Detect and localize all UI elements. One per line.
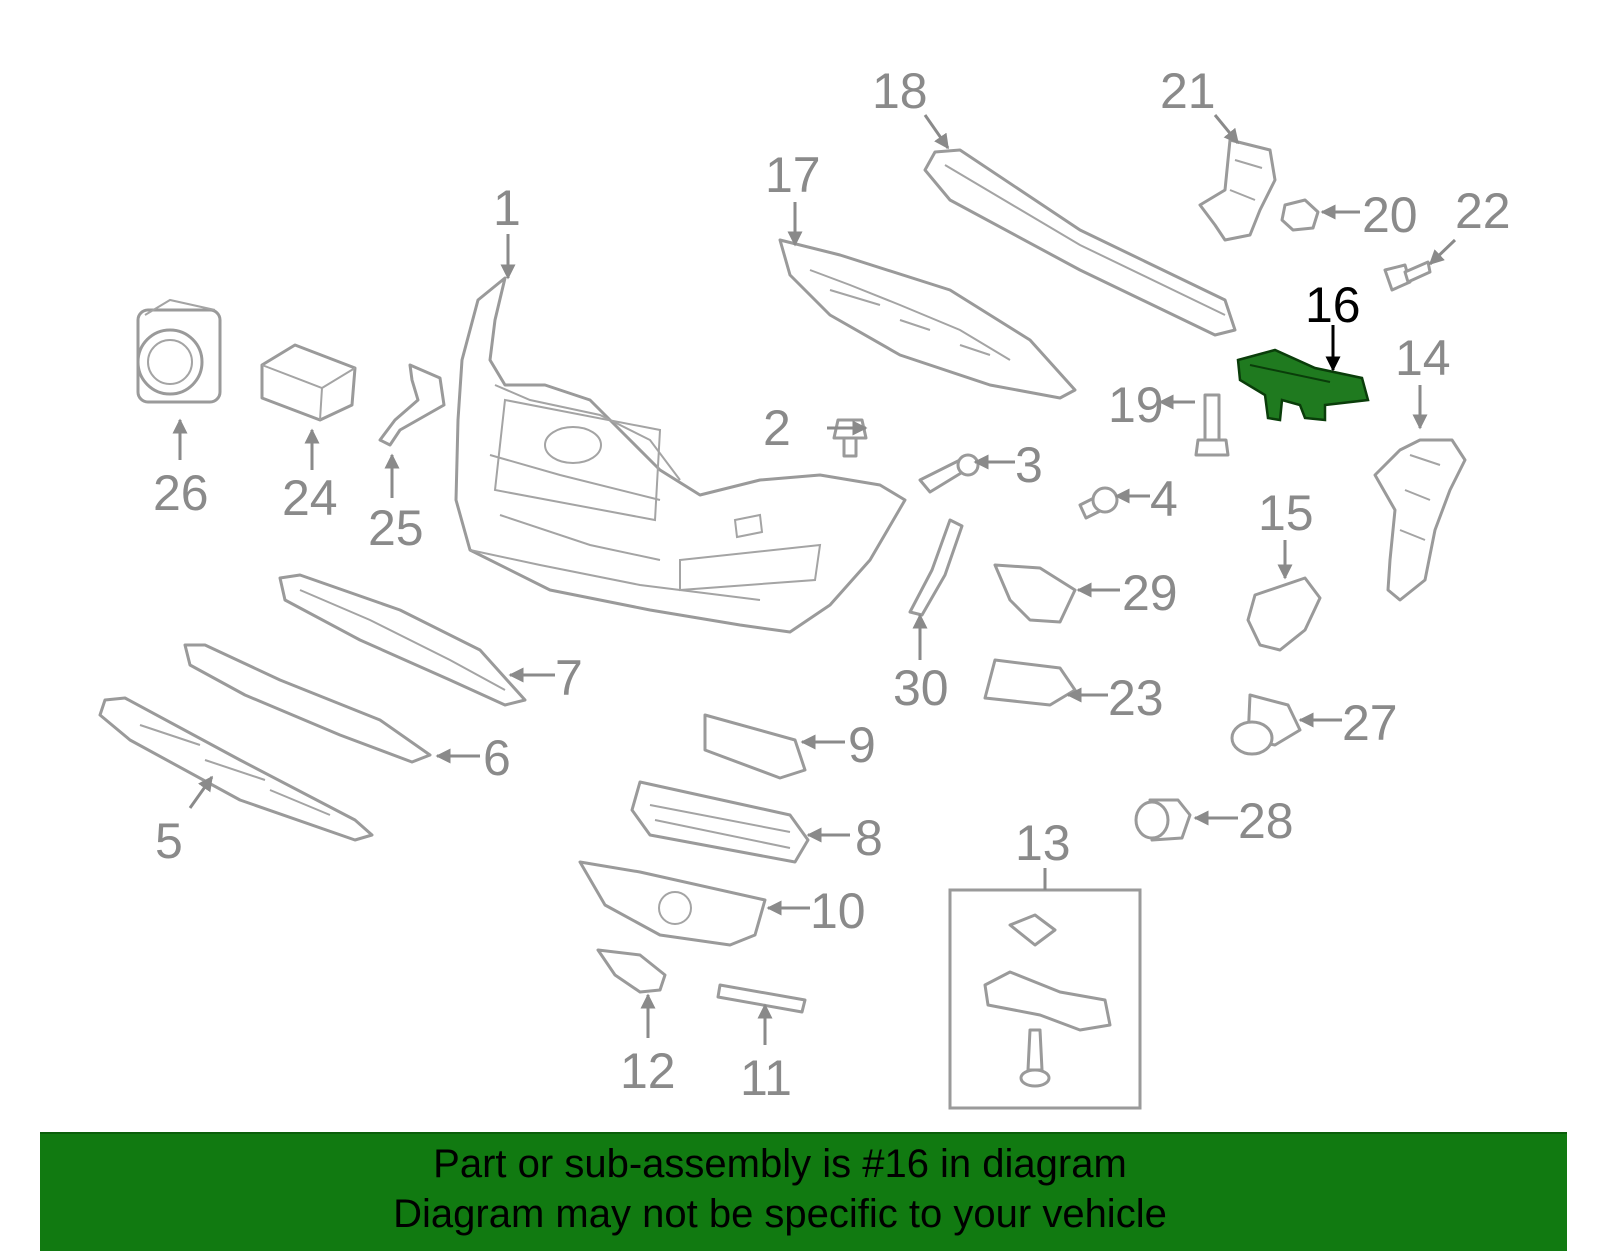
callout-14: 14: [1395, 330, 1451, 386]
callout-12: 12: [620, 1043, 676, 1099]
part-14-side-bracket: [1373, 438, 1467, 602]
callout-9: 9: [848, 717, 876, 773]
callout-4: 4: [1150, 471, 1178, 527]
part-18-reinforcement-bar: [923, 148, 1237, 337]
part-11-strip: [716, 983, 807, 1014]
part-3-screw: [918, 453, 980, 494]
callout-18: 18: [872, 63, 928, 119]
callout-16: 16: [1305, 277, 1361, 333]
callout-5: 5: [155, 813, 183, 869]
callout-28: 28: [1238, 793, 1294, 849]
part-9-grille-insert: [703, 713, 807, 780]
part-30-molding: [908, 518, 964, 617]
callout-3: 3: [1015, 437, 1043, 493]
callout-24: 24: [282, 470, 338, 526]
part-2-bolt: [832, 418, 868, 458]
callout-13: 13: [1015, 815, 1071, 871]
part-19-bolt: [1194, 393, 1230, 457]
callout-8: 8: [855, 810, 883, 866]
part-4-bolt: [1078, 486, 1119, 520]
leader-lines: [172, 114, 1457, 1045]
callout-23: 23: [1108, 670, 1164, 726]
part-24-control-module: [260, 343, 357, 422]
callout-25: 25: [368, 500, 424, 556]
parts-diagram: 1 2 3 4 5 6 7 8 9 10 11 12 13 14 15 16 1…: [98, 63, 1511, 1110]
callout-10: 10: [810, 883, 866, 939]
part-15-cover: [1246, 576, 1322, 652]
part-6-lower-trim: [183, 643, 432, 764]
part-5-skid-plate: [98, 696, 374, 842]
part-13-repair-kit: [948, 888, 1142, 1110]
callout-27: 27: [1342, 695, 1398, 751]
callout-20: 20: [1362, 187, 1418, 243]
part-17-energy-absorber: [778, 238, 1077, 400]
callout-1: 1: [493, 180, 521, 236]
part-20-nut: [1280, 198, 1320, 232]
info-banner: Part or sub-assembly is #16 in diagram D…: [40, 1132, 1567, 1251]
part-28-sensor-ring: [1134, 798, 1192, 842]
part-27-parking-sensor: [1230, 693, 1302, 756]
banner-line-part-info: Part or sub-assembly is #16 in diagram: [433, 1142, 1127, 1186]
part-21-mount-bracket: [1198, 138, 1277, 242]
callout-29: 29: [1122, 565, 1178, 621]
part-12-bezel: [596, 948, 667, 994]
callout-22: 22: [1455, 183, 1511, 239]
callout-11: 11: [740, 1050, 792, 1106]
callout-26: 26: [153, 465, 209, 521]
part-7-air-deflector: [278, 573, 527, 707]
callout-19: 19: [1108, 377, 1164, 433]
part-22-bolt: [1383, 260, 1432, 292]
part-16-highlighted-bracket: [1236, 348, 1370, 422]
part-25-bracket: [378, 363, 446, 447]
callout-21: 21: [1160, 63, 1216, 119]
banner-line-disclaimer: Diagram may not be specific to your vehi…: [393, 1192, 1167, 1236]
part-29-cover: [993, 563, 1077, 624]
callout-labels: 1 2 3 4 5 6 7 8 9 10 11 12 13 14 15 16 1…: [153, 63, 1511, 1106]
callout-15: 15: [1258, 485, 1314, 541]
callout-2: 2: [763, 400, 791, 456]
callout-17: 17: [765, 147, 821, 203]
part-23-cap: [983, 658, 1077, 707]
part-8-lower-grille: [630, 780, 810, 864]
part-10-fog-lamp-grille: [578, 860, 767, 947]
part-1-bumper-cover: [454, 276, 907, 634]
callout-30: 30: [893, 660, 949, 716]
part-26-radar-sensor: [136, 298, 222, 404]
callout-6: 6: [483, 730, 511, 786]
callout-7: 7: [555, 650, 583, 706]
